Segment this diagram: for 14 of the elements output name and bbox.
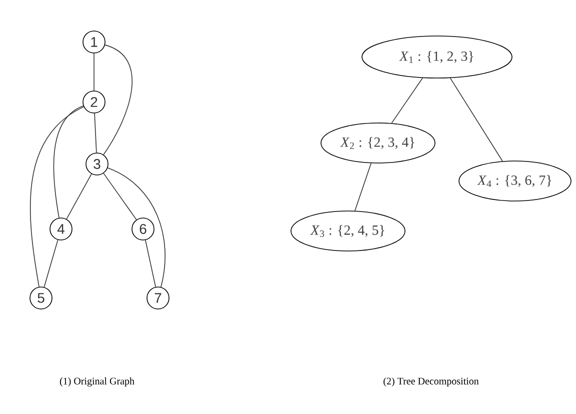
- figure-caption: (1) Original Graph: [60, 377, 134, 387]
- edge-line: [391, 78, 423, 124]
- edge-line: [53, 106, 84, 218]
- figure-caption: (2) Tree Decomposition: [384, 377, 479, 387]
- edge-line: [94, 112, 97, 154]
- edge-line: [44, 240, 58, 288]
- edge-line: [30, 106, 84, 288]
- edge-line: [103, 172, 137, 220]
- edge-line: [145, 240, 156, 288]
- edge-line: [354, 162, 372, 212]
- edge-line: [107, 167, 166, 288]
- edge-line: [103, 44, 132, 156]
- edge-line: [450, 78, 503, 162]
- edge-line: [66, 174, 92, 220]
